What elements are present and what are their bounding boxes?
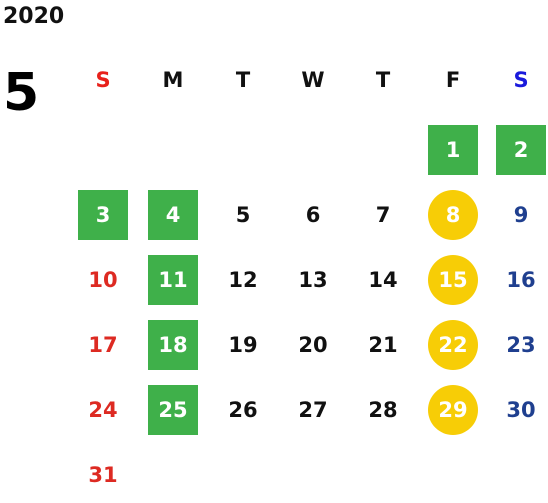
day-cell-24[interactable]: 24 [88, 398, 118, 422]
day-cell-11[interactable]: 11 [148, 255, 198, 305]
weekday-header-friday: F [445, 68, 461, 92]
day-cell-1[interactable]: 1 [428, 125, 478, 175]
day-cell-30[interactable]: 30 [506, 398, 536, 422]
day-cell-2[interactable]: 2 [496, 125, 546, 175]
day-cell-31[interactable]: 31 [88, 463, 118, 487]
day-cell-4[interactable]: 4 [148, 190, 198, 240]
day-cell-21[interactable]: 21 [368, 333, 398, 357]
day-cell-22[interactable]: 22 [428, 320, 478, 370]
day-cell-12[interactable]: 12 [228, 268, 258, 292]
day-cell-5[interactable]: 5 [235, 203, 251, 227]
day-cell-18[interactable]: 18 [148, 320, 198, 370]
day-cell-25[interactable]: 25 [148, 385, 198, 435]
year-label: 2020 [3, 4, 65, 29]
day-cell-26[interactable]: 26 [228, 398, 258, 422]
weekday-header-saturday: S [513, 68, 529, 92]
day-cell-19[interactable]: 19 [228, 333, 258, 357]
day-cell-13[interactable]: 13 [298, 268, 328, 292]
weekday-header-thursday: T [375, 68, 391, 92]
day-cell-6[interactable]: 6 [305, 203, 321, 227]
day-cell-28[interactable]: 28 [368, 398, 398, 422]
weekday-header-monday: M [162, 68, 184, 92]
day-cell-20[interactable]: 20 [298, 333, 328, 357]
day-cell-29[interactable]: 29 [428, 385, 478, 435]
day-cell-23[interactable]: 23 [506, 333, 536, 357]
day-cell-7[interactable]: 7 [375, 203, 391, 227]
day-cell-3[interactable]: 3 [78, 190, 128, 240]
day-cell-27[interactable]: 27 [298, 398, 328, 422]
day-cell-17[interactable]: 17 [88, 333, 118, 357]
day-cell-10[interactable]: 10 [88, 268, 118, 292]
day-cell-16[interactable]: 16 [506, 268, 536, 292]
weekday-header-wednesday: W [301, 68, 325, 92]
day-cell-15[interactable]: 15 [428, 255, 478, 305]
day-cell-8[interactable]: 8 [428, 190, 478, 240]
month-number: 5 [3, 63, 40, 123]
weekday-header-tuesday: T [235, 68, 251, 92]
day-cell-9[interactable]: 9 [513, 203, 529, 227]
weekday-header-sunday: S [95, 68, 111, 92]
day-cell-14[interactable]: 14 [368, 268, 398, 292]
